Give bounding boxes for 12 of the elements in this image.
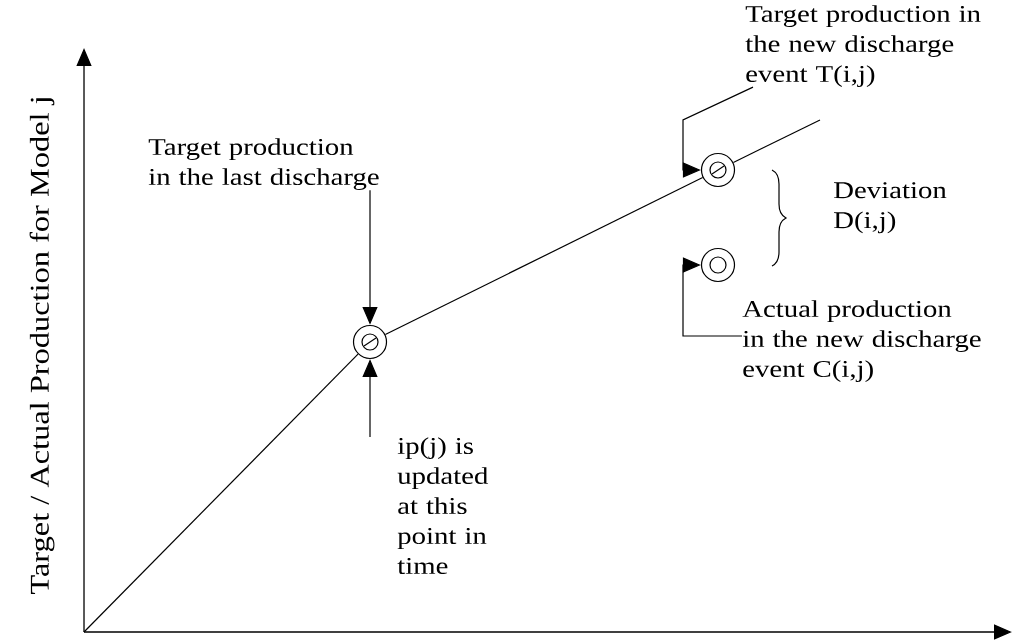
annotation-text: Target production in the new discharge event T(i,j) [745, 5, 981, 87]
point-marker [352, 324, 388, 360]
point-marker [700, 152, 736, 188]
point-marker [700, 247, 736, 283]
axis-title: Target / Actual Production for Model j [29, 98, 55, 595]
connector-line [384, 176, 704, 336]
deviation-label: Deviation D(i,j) [834, 182, 947, 234]
annotation-text: Actual production in the new discharge event C(i,j) [742, 300, 981, 382]
arrow [682, 86, 754, 178]
annotation-text: Target production in the last discharge [148, 138, 379, 190]
annotation-text: ip(j) is updated at this point in time [397, 437, 489, 575]
arrow [682, 257, 743, 337]
